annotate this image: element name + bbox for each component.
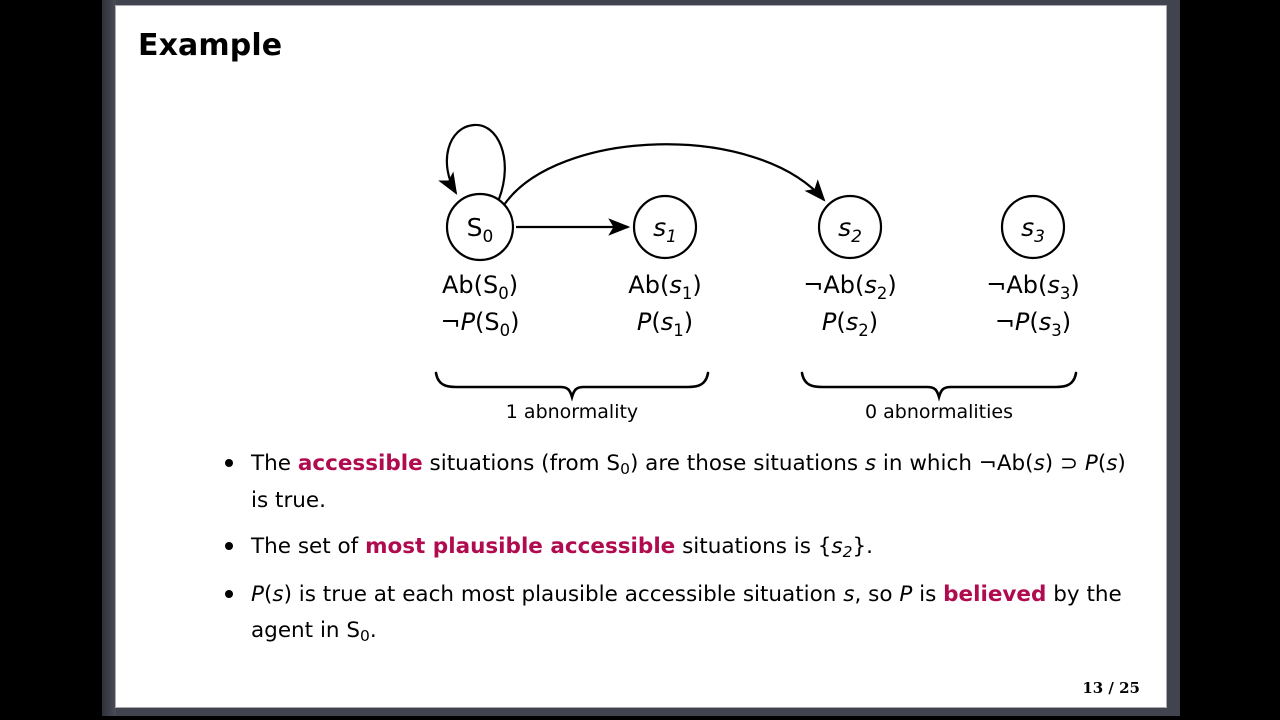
page-title: Example (138, 28, 283, 63)
formula-group-s0: Ab(S0) ¬P(S0) (440, 271, 519, 340)
text-run: by the agent in S (251, 582, 1122, 643)
math-variable: s (864, 451, 877, 476)
math-subscript: 0 (360, 626, 370, 645)
bullet-most-plausible: The set of most plausible accessible sit… (216, 529, 1146, 566)
node-s0[interactable]: S0 (445, 192, 515, 262)
svg-text:Ab(s1): Ab(s1) (628, 271, 701, 303)
text-run: The (251, 451, 298, 476)
formula-group-s3: ¬Ab(s3) ¬P(s3) (986, 271, 1080, 340)
text-run: situations (from S (422, 451, 621, 476)
edge-s0-s2 (503, 143, 826, 206)
brace-right-label: 0 abnormalities (865, 401, 1013, 423)
math-variable: s (1106, 451, 1118, 476)
bullet-accessible: The accessible situations (from S0) are … (216, 446, 1146, 518)
svg-text:¬Ab(s2): ¬Ab(s2) (803, 271, 897, 303)
math-variable: s (272, 582, 284, 608)
highlight-text: accessible (297, 451, 423, 476)
svg-text:P(s2): P(s2) (822, 308, 878, 340)
text-run: The set of (251, 534, 366, 560)
page-indicator: 13 / 25 (1082, 679, 1140, 697)
svg-text:¬Ab(s3): ¬Ab(s3) (986, 271, 1080, 303)
text-run: }. (852, 534, 873, 560)
slide-canvas: Example S0 (116, 6, 1166, 707)
highlight-text: most plausible accessible (365, 534, 676, 560)
svg-text:Ab(S0): Ab(S0) (442, 271, 518, 303)
brace-left: 1 abnormality (434, 371, 710, 423)
bullet-believed: P(s) is true at each most plausible acce… (216, 577, 1146, 649)
svg-text:¬P(S0): ¬P(S0) (440, 308, 519, 340)
math-variable: P (1084, 451, 1098, 476)
text-run: is (912, 582, 944, 608)
highlight-text: believed (943, 582, 1047, 608)
text-run: ( (263, 582, 273, 608)
text-run: ( (1097, 451, 1107, 476)
node-s1[interactable]: s1 (632, 194, 698, 260)
text-run: , so (854, 582, 900, 608)
brace-right: 0 abnormalities (800, 371, 1078, 423)
formula-group-s2: ¬Ab(s2) P(s2) (803, 271, 897, 340)
self-loop-s0-edge (438, 123, 506, 200)
frame-left-shade (102, 0, 116, 716)
math-variable: s (843, 582, 855, 608)
bullet-list: The accessible situations (from S0) are … (216, 446, 1146, 661)
text-run: situations is { (675, 534, 832, 560)
node-s2[interactable]: s2 (817, 194, 883, 260)
diagram-svg: S0 s1 s2 s3 Ab(S0) ¬P(S0) (434, 123, 1080, 423)
situation-graph-diagram: S0 s1 s2 s3 Ab(S0) ¬P(S0) (116, 101, 1166, 431)
svg-text:P(s1): P(s1) (637, 308, 693, 340)
math-variable: P (899, 582, 913, 608)
text-run: . (369, 617, 377, 643)
math-subscript: 0 (620, 460, 630, 479)
math-variable: s (831, 534, 843, 560)
text-run: ) is true. (251, 451, 1126, 513)
brace-left-label: 1 abnormality (506, 401, 638, 423)
math-variable: P (251, 582, 264, 608)
formula-group-s1: Ab(s1) P(s1) (628, 271, 701, 340)
svg-text:¬P(s3): ¬P(s3) (995, 308, 1071, 340)
text-run: in which ¬Ab( (876, 451, 1034, 476)
text-run: ) ⊃ (1044, 451, 1085, 476)
math-subscript: 2 (842, 543, 853, 562)
text-run: ) are those situations (629, 451, 865, 476)
node-s3[interactable]: s3 (1000, 194, 1066, 260)
math-variable: s (1033, 451, 1045, 476)
text-run: ) is true at each most plausible accessi… (283, 582, 844, 608)
